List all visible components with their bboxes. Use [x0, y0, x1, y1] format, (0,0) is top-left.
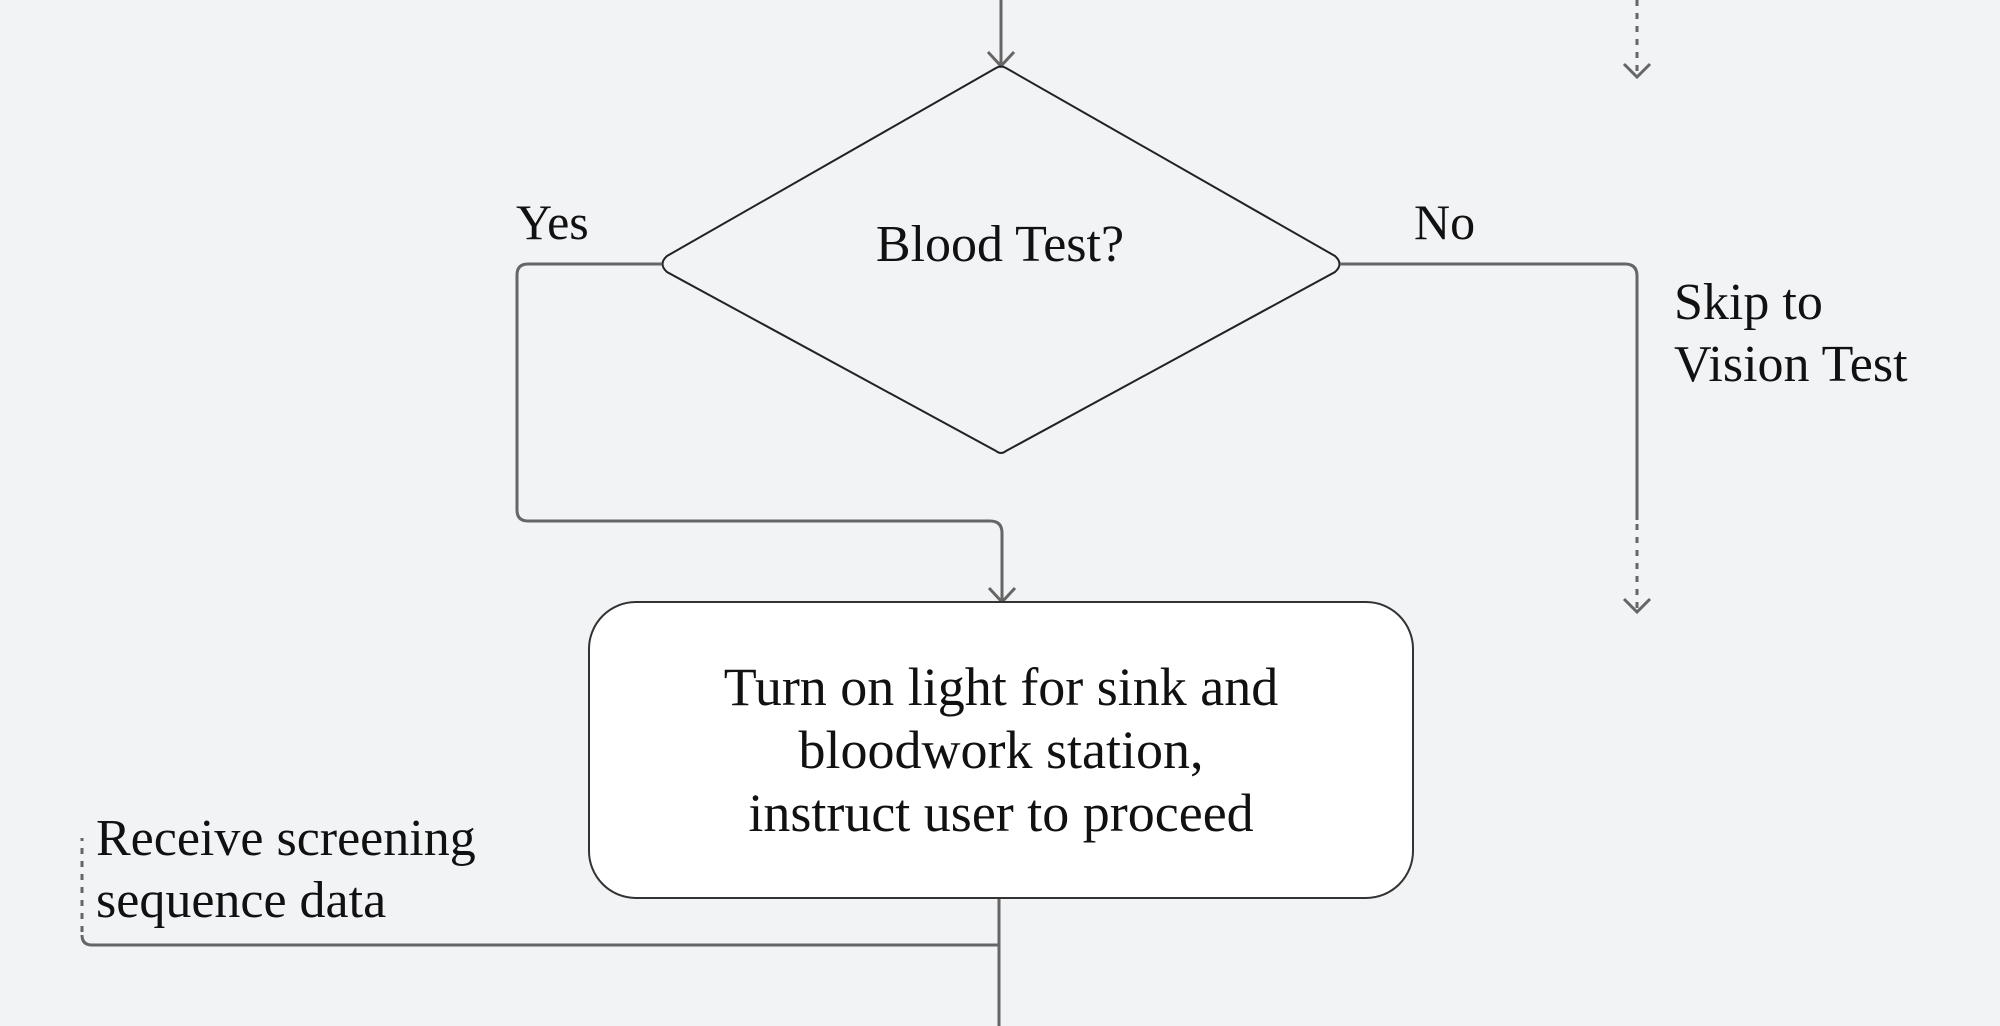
skip-note-line: Vision Test	[1674, 336, 1908, 393]
receive-screening-note: Receive screening sequence data	[96, 808, 516, 932]
skip-vision-test-note: Skip to Vision Test	[1674, 272, 1974, 396]
receive-note-line: sequence data	[96, 872, 387, 929]
yes-connector	[515, 262, 1004, 601]
no-arrowhead	[1622, 597, 1652, 615]
skip-note-line: Skip to	[1674, 274, 1823, 331]
yes-branch-label: Yes	[516, 194, 589, 250]
process-text-line: bloodwork station,	[798, 719, 1204, 780]
process-text-line: instruct user to proceed	[748, 782, 1254, 843]
process-box: Turn on light for sink and bloodwork sta…	[588, 601, 1414, 899]
decision-label: Blood Test?	[875, 216, 1125, 273]
receive-horizontal-connector	[80, 934, 999, 947]
process-text-line: Turn on light for sink and	[723, 656, 1279, 717]
no-branch-label: No	[1414, 194, 1476, 250]
receive-note-line: Receive screening	[96, 810, 476, 867]
skip-incoming-arrowhead	[1622, 62, 1652, 80]
no-connector	[1340, 262, 1639, 520]
decision-diamond	[661, 65, 1341, 454]
